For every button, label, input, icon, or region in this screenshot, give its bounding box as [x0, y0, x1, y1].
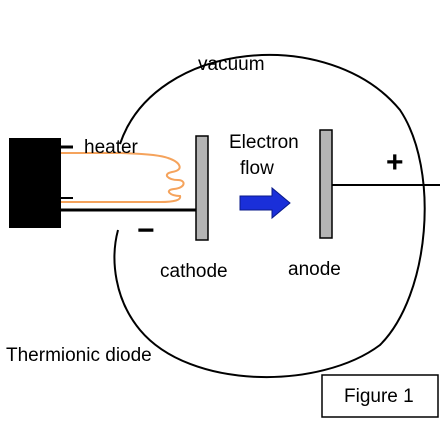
electron-flow-arrow [239, 186, 291, 220]
vacuum-envelope [113, 53, 426, 379]
heater-wire-coil [61, 152, 185, 203]
figure-label: Figure 1 [344, 386, 414, 407]
electron-flow-label-line1: Electron [229, 132, 299, 153]
cathode-plate [195, 135, 209, 241]
tube-socket [9, 138, 61, 228]
plus-sign: + [386, 146, 404, 179]
electron-flow-label-line2: flow [240, 158, 274, 179]
heater-label: heater [84, 137, 139, 158]
vacuum-label: vacuum [198, 54, 265, 75]
anode-plate [319, 129, 333, 239]
figure-box [321, 374, 439, 418]
anode-label: anode [288, 259, 341, 280]
caption: Thermionic diode [6, 345, 152, 366]
cathode-label: cathode [160, 261, 228, 282]
minus-sign: − [137, 214, 155, 247]
